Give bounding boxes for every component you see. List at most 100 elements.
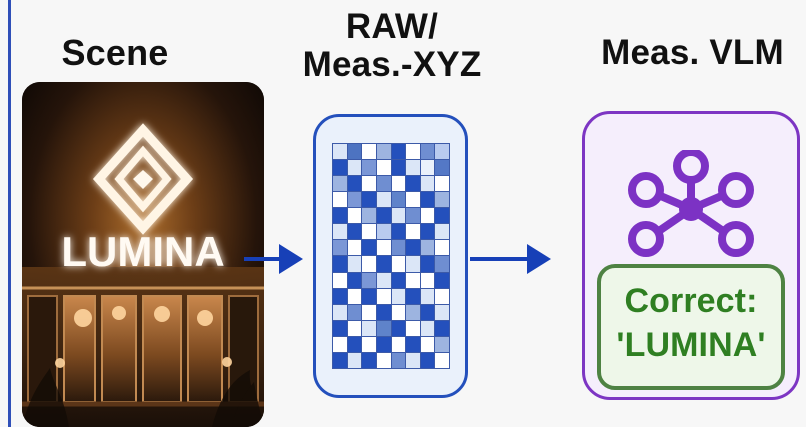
raw-pixel-cell xyxy=(333,144,347,160)
raw-pixel-cell xyxy=(362,224,376,240)
raw-pixel-cell xyxy=(420,272,435,288)
raw-pixel-cell xyxy=(435,160,449,176)
raw-pixel-cell xyxy=(333,288,347,304)
raw-pixel-cell xyxy=(347,208,362,224)
raw-pixel-cell xyxy=(420,224,435,240)
raw-pixel-cell xyxy=(420,240,435,256)
raw-pixel-cell xyxy=(362,176,376,192)
raw-pixel-cell xyxy=(376,192,391,208)
raw-pixel-cell xyxy=(362,336,376,352)
raw-pixel-cell xyxy=(391,272,406,288)
raw-pixel-cell xyxy=(420,304,435,320)
raw-pixel-cell xyxy=(420,256,435,272)
raw-pixel-cell xyxy=(391,288,406,304)
raw-pixel-cell xyxy=(420,192,435,208)
raw-pixel-cell xyxy=(391,320,406,336)
raw-pixel-cell xyxy=(362,272,376,288)
raw-pixel-cell xyxy=(362,240,376,256)
raw-pixel-cell xyxy=(420,160,435,176)
raw-pixel-cell xyxy=(347,160,362,176)
raw-pixel-cell xyxy=(406,224,420,240)
raw-pixel-cell xyxy=(435,224,449,240)
raw-pixel-cell xyxy=(435,288,449,304)
raw-title-line-1: RAW/ xyxy=(345,7,439,46)
raw-pixel-cell xyxy=(347,144,362,160)
network-icon xyxy=(628,150,754,257)
arrow-raw-to-vlm xyxy=(470,244,551,274)
raw-pixel-cell xyxy=(347,256,362,272)
raw-pixel-cell xyxy=(333,272,347,288)
raw-pixel-cell xyxy=(362,320,376,336)
raw-pixel-cell xyxy=(347,240,362,256)
raw-pixel-cell xyxy=(376,176,391,192)
raw-pixel-cell xyxy=(333,192,347,208)
raw-pixel-cell xyxy=(406,336,420,352)
storefront-illustration: LUMINA xyxy=(22,82,264,427)
raw-pixel-cell xyxy=(362,144,376,160)
raw-pixel-cell xyxy=(391,192,406,208)
raw-pixel-cell xyxy=(376,288,391,304)
raw-pixel-cell xyxy=(347,272,362,288)
arrowhead-icon xyxy=(279,244,303,274)
raw-pixel-cell xyxy=(391,240,406,256)
left-border-line xyxy=(8,0,11,427)
raw-pixel-cell xyxy=(420,176,435,192)
raw-pixel-cell xyxy=(362,352,376,368)
raw-pixel-cell xyxy=(362,160,376,176)
raw-pixel-cell xyxy=(376,320,391,336)
raw-pixel-cell xyxy=(362,192,376,208)
raw-pixel-cell xyxy=(391,144,406,160)
raw-pixel-cell xyxy=(333,304,347,320)
raw-title: RAW/ Meas.-XYZ xyxy=(282,8,502,84)
arrowhead-icon xyxy=(527,244,551,274)
raw-pixel-cell xyxy=(347,192,362,208)
raw-pixel-cell xyxy=(391,256,406,272)
raw-pixel-cell xyxy=(435,352,449,368)
raw-pixel-cell xyxy=(435,256,449,272)
raw-pixel-cell xyxy=(420,208,435,224)
raw-pixel-cell xyxy=(347,336,362,352)
raw-pixel-cell xyxy=(333,256,347,272)
raw-title-line-2: Meas.-XYZ xyxy=(302,44,482,84)
raw-pixel-cell xyxy=(347,176,362,192)
raw-pixel-cell xyxy=(376,160,391,176)
raw-pixel-cell xyxy=(376,224,391,240)
vlm-card: Correct: 'LUMINA' xyxy=(582,111,800,400)
raw-pixel-cell xyxy=(391,304,406,320)
raw-pixel-cell xyxy=(333,240,347,256)
raw-pixel-cell xyxy=(347,352,362,368)
raw-pixel-cell xyxy=(333,320,347,336)
scene-photo: LUMINA xyxy=(22,82,264,427)
raw-pixel-cell xyxy=(435,176,449,192)
scene-title: Scene xyxy=(61,32,169,73)
lumina-logo xyxy=(92,123,194,235)
raw-pixel-cell xyxy=(347,288,362,304)
raw-pixel-cell xyxy=(391,224,406,240)
result-line-1: Correct: xyxy=(624,282,758,320)
raw-pixel-cell xyxy=(406,144,420,160)
raw-pixel-cell xyxy=(376,272,391,288)
raw-pixel-cell xyxy=(435,240,449,256)
raw-pixel-cell xyxy=(391,336,406,352)
result-line-2: 'LUMINA' xyxy=(616,326,766,364)
raw-pixel-cell xyxy=(347,304,362,320)
arrow-scene-to-raw xyxy=(244,244,303,274)
sign-text: LUMINA xyxy=(61,228,224,275)
raw-pixel-cell xyxy=(420,144,435,160)
correct-result-box: Correct: 'LUMINA' xyxy=(597,264,785,390)
raw-pixel-cell xyxy=(435,320,449,336)
raw-pixel-cell xyxy=(391,176,406,192)
raw-pixel-cell xyxy=(406,160,420,176)
raw-pixel-cell xyxy=(435,272,449,288)
raw-pixel-cell xyxy=(333,176,347,192)
raw-pixel-cell xyxy=(376,304,391,320)
raw-pixel-cell xyxy=(406,272,420,288)
raw-pixel-cell xyxy=(435,336,449,352)
raw-pixel-cell xyxy=(391,352,406,368)
raw-pixel-cell xyxy=(406,256,420,272)
raw-pixel-cell xyxy=(376,336,391,352)
raw-pixel-cell xyxy=(376,352,391,368)
raw-pixel-cell xyxy=(391,160,406,176)
raw-pixel-cell xyxy=(420,288,435,304)
